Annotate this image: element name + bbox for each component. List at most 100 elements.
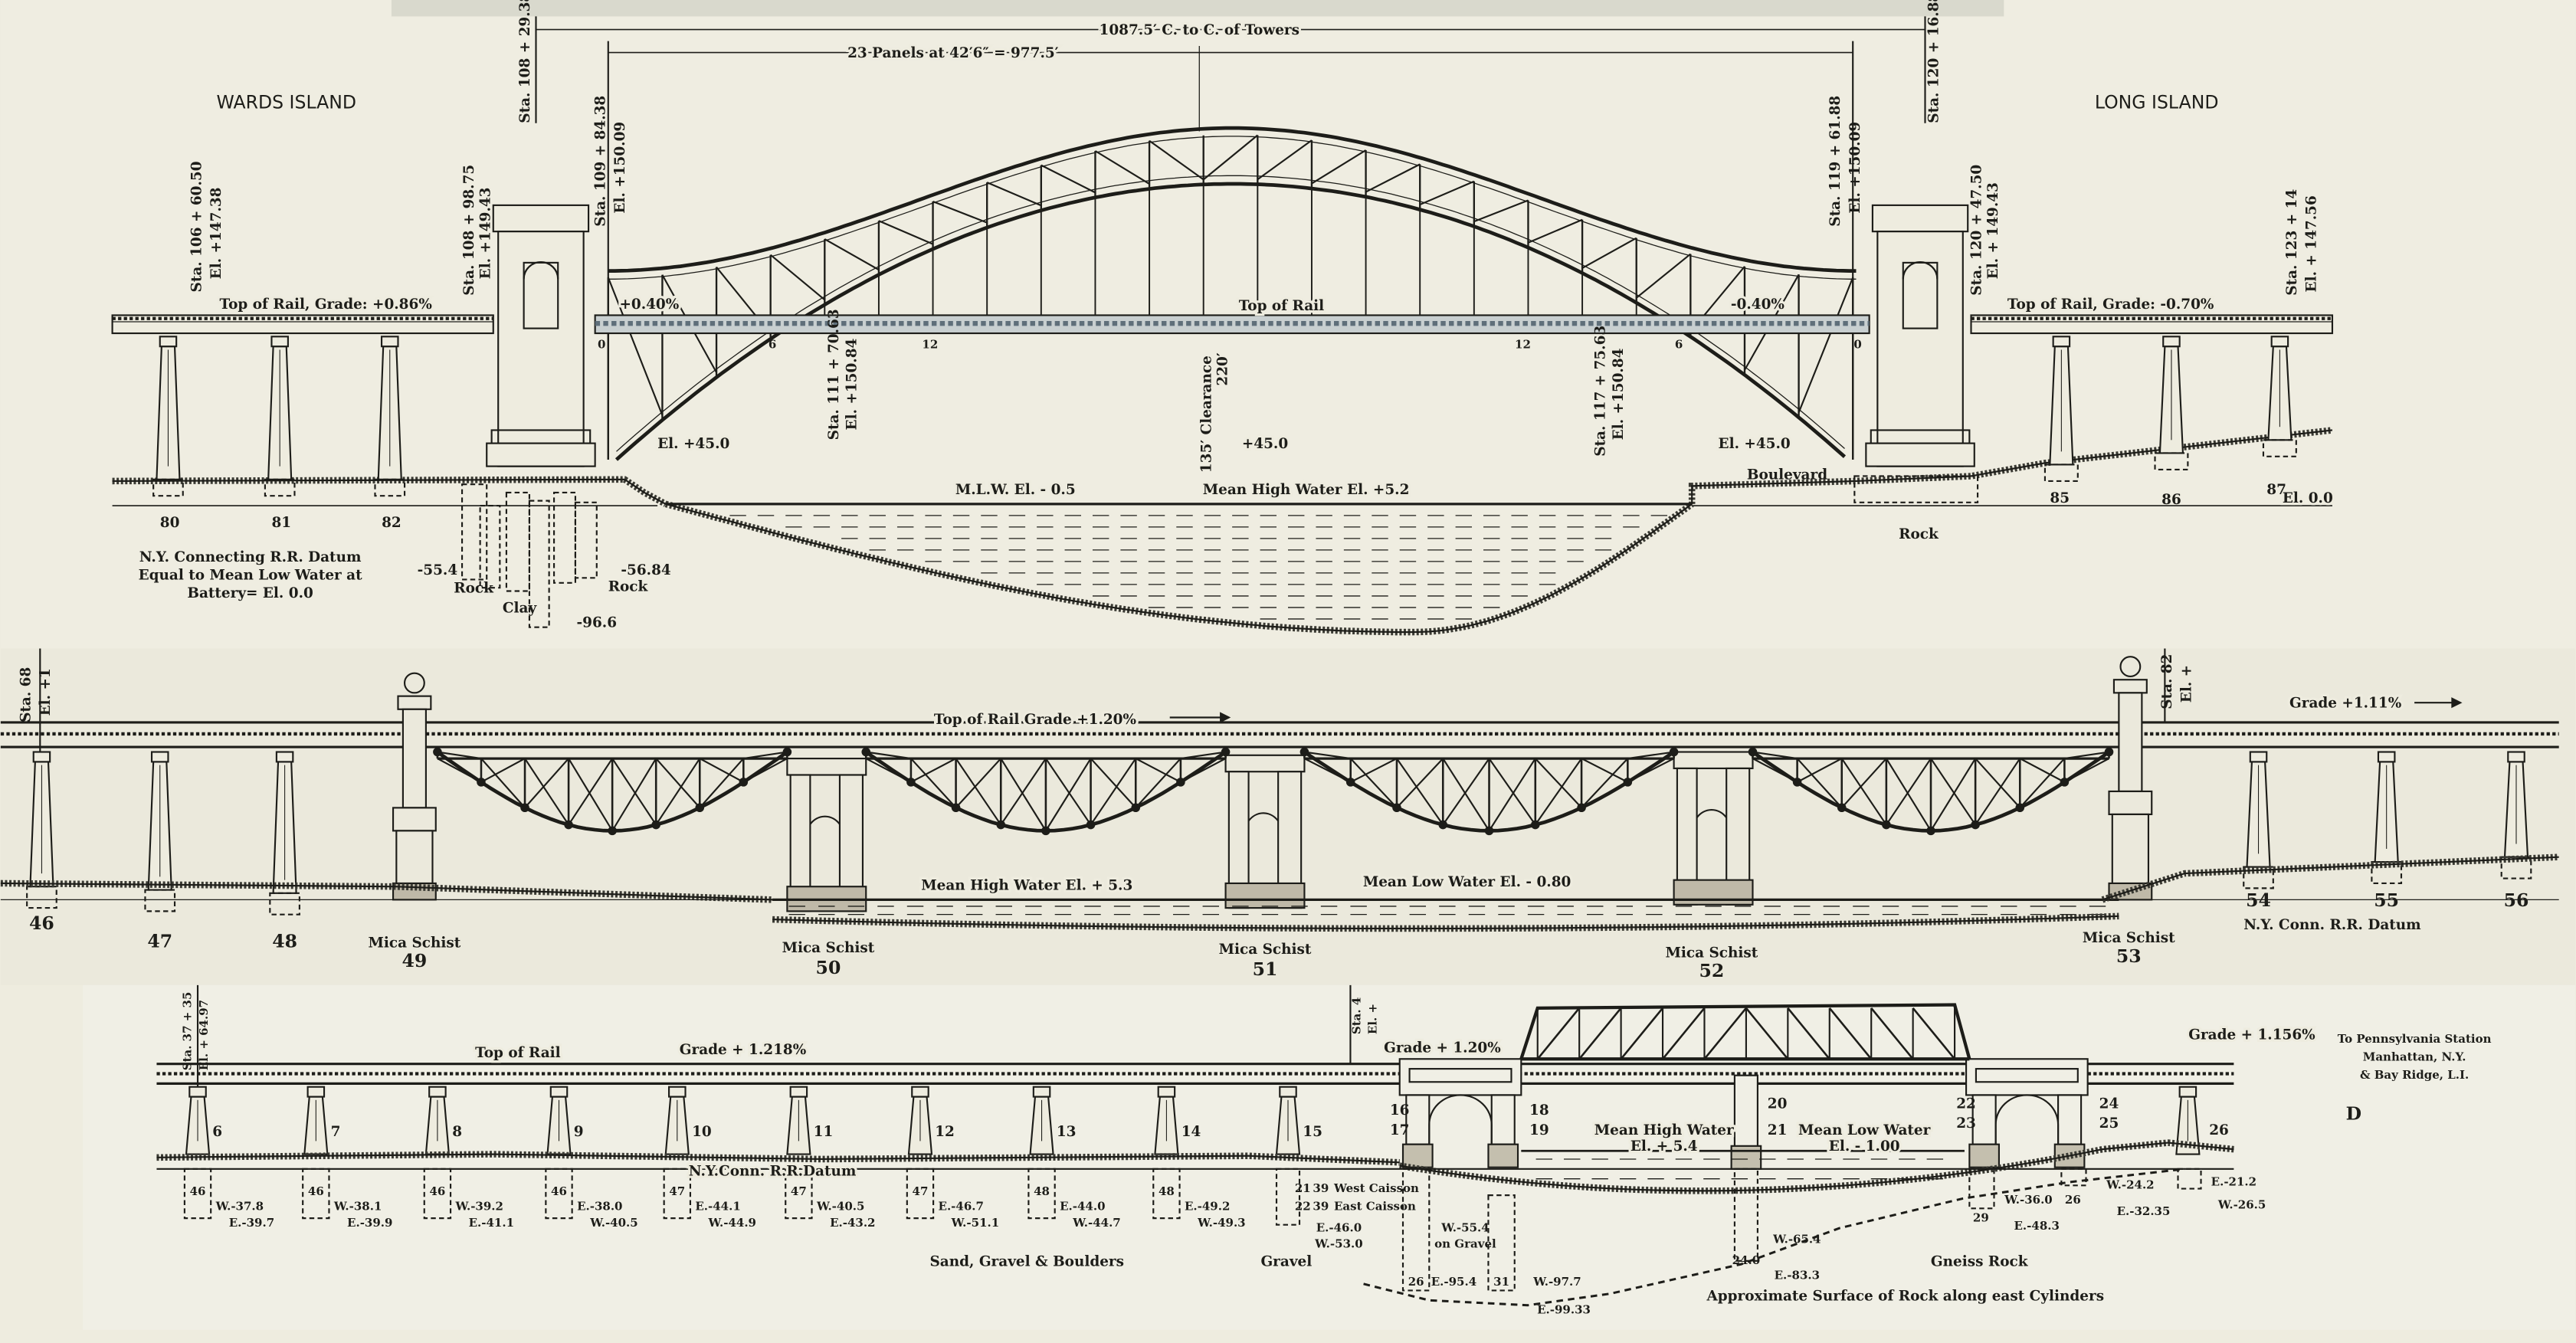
pier-number: 12 bbox=[935, 1124, 955, 1140]
pier-86-cap bbox=[2162, 336, 2181, 348]
scan-strip bbox=[391, 0, 2004, 17]
elevation-label: El. + 149.43 bbox=[1985, 182, 2001, 279]
caisson-depth-label: 26 bbox=[2065, 1193, 2081, 1207]
tower-east-base bbox=[1865, 442, 1975, 467]
cylinder-depth: W.-51.1 bbox=[951, 1216, 1000, 1230]
ground-west-middle bbox=[0, 882, 773, 901]
truss-52-53-diagonal bbox=[1796, 758, 1843, 808]
elevation-note: +45.0 bbox=[1242, 436, 1288, 452]
caisson-depth-label: 39 bbox=[1313, 1199, 1329, 1213]
mean-high-water-label: Mean High Water El. + 5.3 bbox=[921, 878, 1132, 894]
vertical-clearance-label: 220′ bbox=[1215, 352, 1231, 385]
pier-14-cap bbox=[1157, 1086, 1176, 1098]
truss-52-53-diagonal bbox=[1930, 758, 1977, 831]
station-label: Sta. 4 bbox=[1349, 997, 1363, 1034]
arch-pier-22-25-west-plinth bbox=[1968, 1143, 2001, 1168]
caisson-outline bbox=[460, 483, 488, 581]
clearance-label: 135′ Clearance bbox=[1198, 355, 1214, 473]
truss-49-50-diagonal bbox=[524, 758, 569, 808]
caisson-depth-label: W.-53.0 bbox=[1314, 1237, 1363, 1251]
elevation-label: El. + bbox=[1366, 1004, 1380, 1034]
truss-50-51-node bbox=[906, 778, 916, 787]
pier-15-cap bbox=[1279, 1086, 1297, 1098]
cylinder-diameter: 47 bbox=[669, 1184, 685, 1198]
pier-85-cap bbox=[2052, 336, 2071, 348]
datum-label: N.Y. Conn. R.R. Datum bbox=[2243, 917, 2421, 933]
pier-55-cap bbox=[2377, 751, 2396, 763]
caisson-depth-label: 39 bbox=[1313, 1181, 1329, 1195]
tower-pier-53-finial bbox=[2119, 656, 2142, 678]
pier-81-cap bbox=[270, 336, 289, 348]
ground-east-middle bbox=[2102, 856, 2559, 901]
truss-52-53-diagonal bbox=[2064, 751, 2109, 760]
grade-label: Grade + 1.20% bbox=[1384, 1040, 1501, 1056]
truss-span-diagonal bbox=[1620, 1007, 1664, 1060]
arch-truss-diagonal bbox=[1311, 149, 1367, 185]
pier-number: 19 bbox=[1529, 1122, 1549, 1138]
arch-truss-diagonal bbox=[1257, 139, 1313, 181]
truss-52-53-diagonal bbox=[1975, 758, 2021, 808]
pier-number: 21 bbox=[1768, 1122, 1788, 1138]
cylinder-depth: E.-49.2 bbox=[1185, 1199, 1230, 1213]
pier-number: 25 bbox=[2099, 1115, 2119, 1132]
cylinder-depth: W.-40.5 bbox=[589, 1216, 638, 1230]
truss-51-52-diagonal bbox=[1442, 758, 1490, 826]
cylinder-diameter: 47 bbox=[791, 1184, 807, 1198]
pier-number: 80 bbox=[160, 515, 180, 531]
cylinder-diameter: 46 bbox=[190, 1184, 206, 1198]
arch-truss-diagonal bbox=[1365, 163, 1421, 193]
elevation-note: El. 0.0 bbox=[2283, 490, 2333, 506]
truss-span-diagonal bbox=[1703, 1007, 1747, 1060]
mica-schist-label: Mica Schist bbox=[1666, 945, 1758, 961]
pier-87-cap bbox=[2270, 336, 2289, 348]
tower-pier-49-finial bbox=[403, 672, 425, 694]
arch-upper-chord-inner bbox=[608, 136, 1857, 280]
pier-number: 16 bbox=[1390, 1102, 1410, 1119]
elevation-label: El. + bbox=[2179, 665, 2195, 703]
double-pier-51-plinth bbox=[1224, 882, 1306, 909]
station-label: Sta. 119 + 61.88 bbox=[1827, 96, 1844, 227]
truss-49-50-node bbox=[782, 747, 792, 757]
caisson-depth-label: E.-32.35 bbox=[2117, 1204, 2171, 1218]
foundation-depth: -55.4 bbox=[418, 562, 458, 578]
pier-54-footing bbox=[2243, 866, 2274, 889]
truss-50-51-diagonal bbox=[1044, 758, 1092, 831]
arch-pier-16-19-east-column bbox=[1490, 1094, 1516, 1145]
double-pier-52-arch bbox=[1696, 809, 1728, 818]
arch-truss-diagonal bbox=[878, 220, 933, 245]
truss-51-52-diagonal bbox=[1442, 758, 1490, 831]
soil-label: Rock bbox=[608, 578, 649, 595]
caisson-outline bbox=[1733, 1168, 1758, 1262]
cylinder-depth: E.-43.2 bbox=[830, 1216, 875, 1230]
arch-truss-diagonal bbox=[1041, 164, 1096, 194]
truss-52-53-diagonal bbox=[1752, 751, 1798, 760]
arch-truss-diagonal bbox=[607, 277, 664, 416]
arch-truss-diagonal bbox=[1636, 253, 1692, 299]
arch-truss-diagonal bbox=[824, 238, 880, 271]
truss-49-50-diagonal bbox=[655, 758, 701, 826]
truss-50-51-diagonal bbox=[1090, 758, 1137, 826]
station-label: Sta. 111 + 70.63 bbox=[826, 309, 842, 440]
caisson-depth-label: East Caisson bbox=[1334, 1199, 1416, 1213]
pier-7-cap bbox=[306, 1086, 326, 1098]
truss-51-52-diagonal bbox=[1627, 758, 1675, 783]
pier-number: 49 bbox=[402, 950, 428, 971]
double-pier-51-cap bbox=[1224, 754, 1306, 773]
arch-lower-chord bbox=[615, 182, 1847, 461]
pier-8-cap bbox=[428, 1086, 447, 1098]
sheet-letter: D bbox=[2346, 1103, 2361, 1125]
label-wards-island: WARDS ISLAND bbox=[216, 91, 356, 113]
water-level-label: Mean High Water bbox=[1594, 1122, 1734, 1138]
pier-number: 10 bbox=[692, 1124, 712, 1140]
station-label: Sta. 108 + 98.75 bbox=[461, 165, 477, 296]
truss-49-50-diagonal bbox=[568, 758, 614, 831]
cylinder-diameter: 46 bbox=[429, 1184, 445, 1198]
foundation-depth: -56.84 bbox=[621, 562, 671, 578]
elevation-note: Mean High Water El. +5.2 bbox=[1203, 482, 1410, 498]
truss-49-50-diagonal bbox=[437, 758, 482, 783]
caisson-depth-label: 31 bbox=[1493, 1275, 1509, 1289]
truss-span-top bbox=[1519, 1003, 1971, 1060]
tower-pier-49-body bbox=[395, 830, 434, 888]
station-label: Sta. 120 + 16.88 bbox=[1926, 0, 1942, 123]
tower-pier-53-shaft bbox=[2118, 692, 2143, 793]
